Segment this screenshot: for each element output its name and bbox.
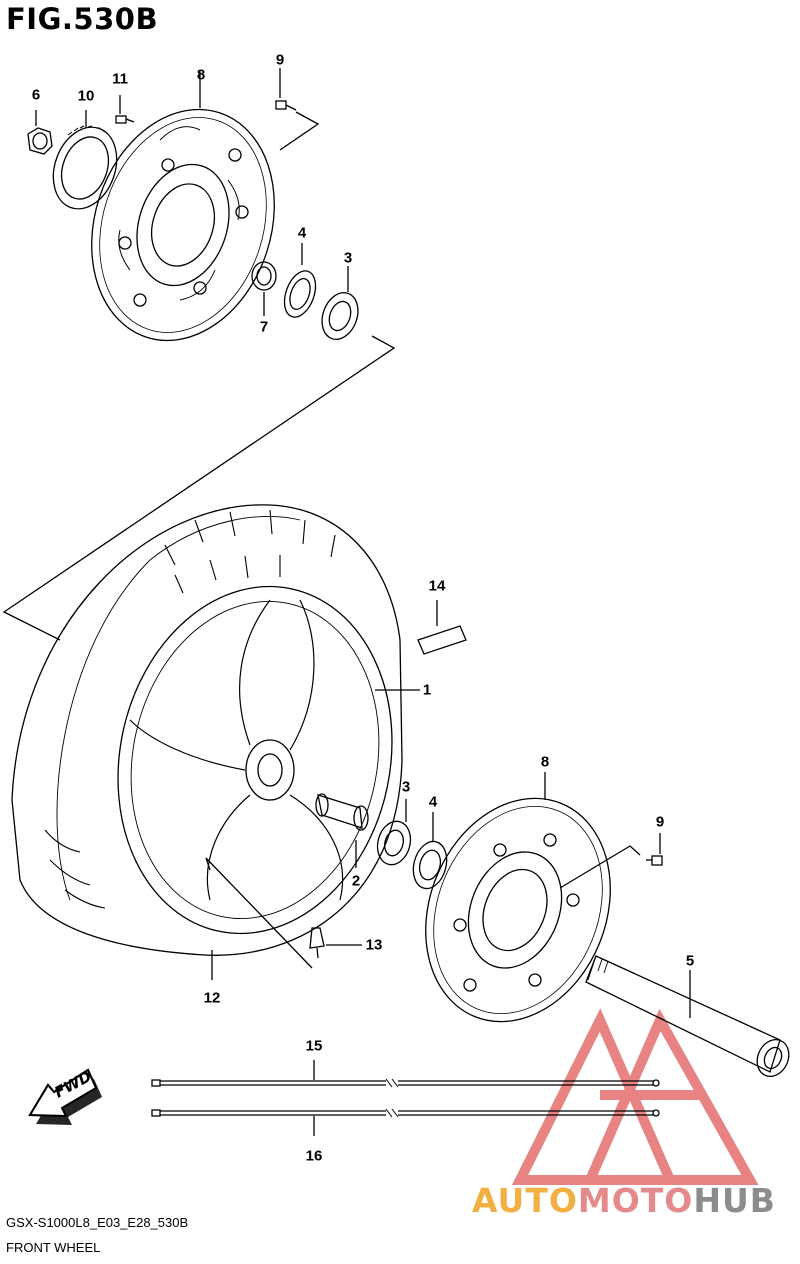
part-9-bolt-top [275, 68, 320, 151]
leader-valve [205, 857, 313, 969]
watermark-logo [511, 1008, 759, 1185]
callout-6: 6 [31, 86, 41, 104]
callout-15: 15 [305, 1037, 323, 1055]
fwd-arrow-icon: FWD [28, 1067, 102, 1125]
callout-10: 10 [77, 87, 95, 105]
watermark-part3: HUB [693, 1181, 776, 1220]
callout-3-top: 3 [343, 249, 353, 267]
callout-2: 2 [351, 872, 361, 890]
callout-9-top: 9 [275, 51, 285, 69]
part-16-tie [151, 1108, 660, 1136]
callout-12: 12 [203, 989, 221, 1007]
part-4-seal [412, 812, 448, 890]
callout-11: 11 [112, 70, 128, 88]
part-1-rim [117, 585, 420, 935]
model-code: GSX-S1000L8_E03_E28_530B [6, 1215, 189, 1230]
callout-13: 13 [365, 936, 383, 954]
callout-14: 14 [428, 577, 446, 595]
part-7-spacer [251, 261, 277, 316]
callout-9: 9 [655, 813, 665, 831]
part-13-valve [309, 927, 362, 959]
figure-title: FIG.530B [6, 2, 159, 36]
callout-8-top: 8 [196, 66, 206, 84]
callout-16: 16 [305, 1147, 323, 1165]
part-14-weight [417, 600, 467, 655]
watermark-part1: AUTO [472, 1181, 578, 1220]
explode-line-top [2, 335, 396, 641]
callout-4: 4 [428, 793, 438, 811]
callout-8: 8 [540, 753, 550, 771]
watermark-brand: AUTOMOTOHUB [472, 1181, 776, 1220]
part-5-axle [585, 955, 790, 1077]
callout-7: 7 [259, 318, 269, 336]
part-8-brake-disc [425, 772, 611, 1023]
part-15-tie [151, 1060, 660, 1088]
part-2-spacer [315, 793, 369, 868]
part-3-bearing-top [321, 266, 359, 340]
part-4-seal-top [283, 243, 317, 318]
part-10-sensor-ring [52, 110, 118, 210]
part-8-brake-disc-top [91, 70, 275, 342]
part-6-nut [27, 110, 53, 155]
part-3-bearing [376, 799, 412, 866]
callout-3: 3 [401, 778, 411, 796]
callout-4-top: 4 [297, 224, 307, 242]
callout-5: 5 [685, 952, 695, 970]
figure-caption: FRONT WHEEL [6, 1240, 101, 1255]
callout-1: 1 [422, 681, 432, 699]
part-12-tire [11, 504, 403, 956]
watermark-part2: MOTO [577, 1181, 694, 1220]
part-11-screw [115, 95, 135, 124]
part-9-bolt [559, 833, 663, 889]
